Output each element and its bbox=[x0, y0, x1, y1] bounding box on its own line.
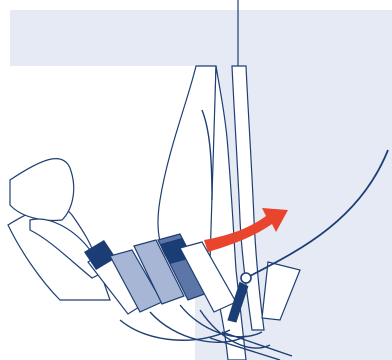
ring-clip bbox=[241, 273, 251, 283]
